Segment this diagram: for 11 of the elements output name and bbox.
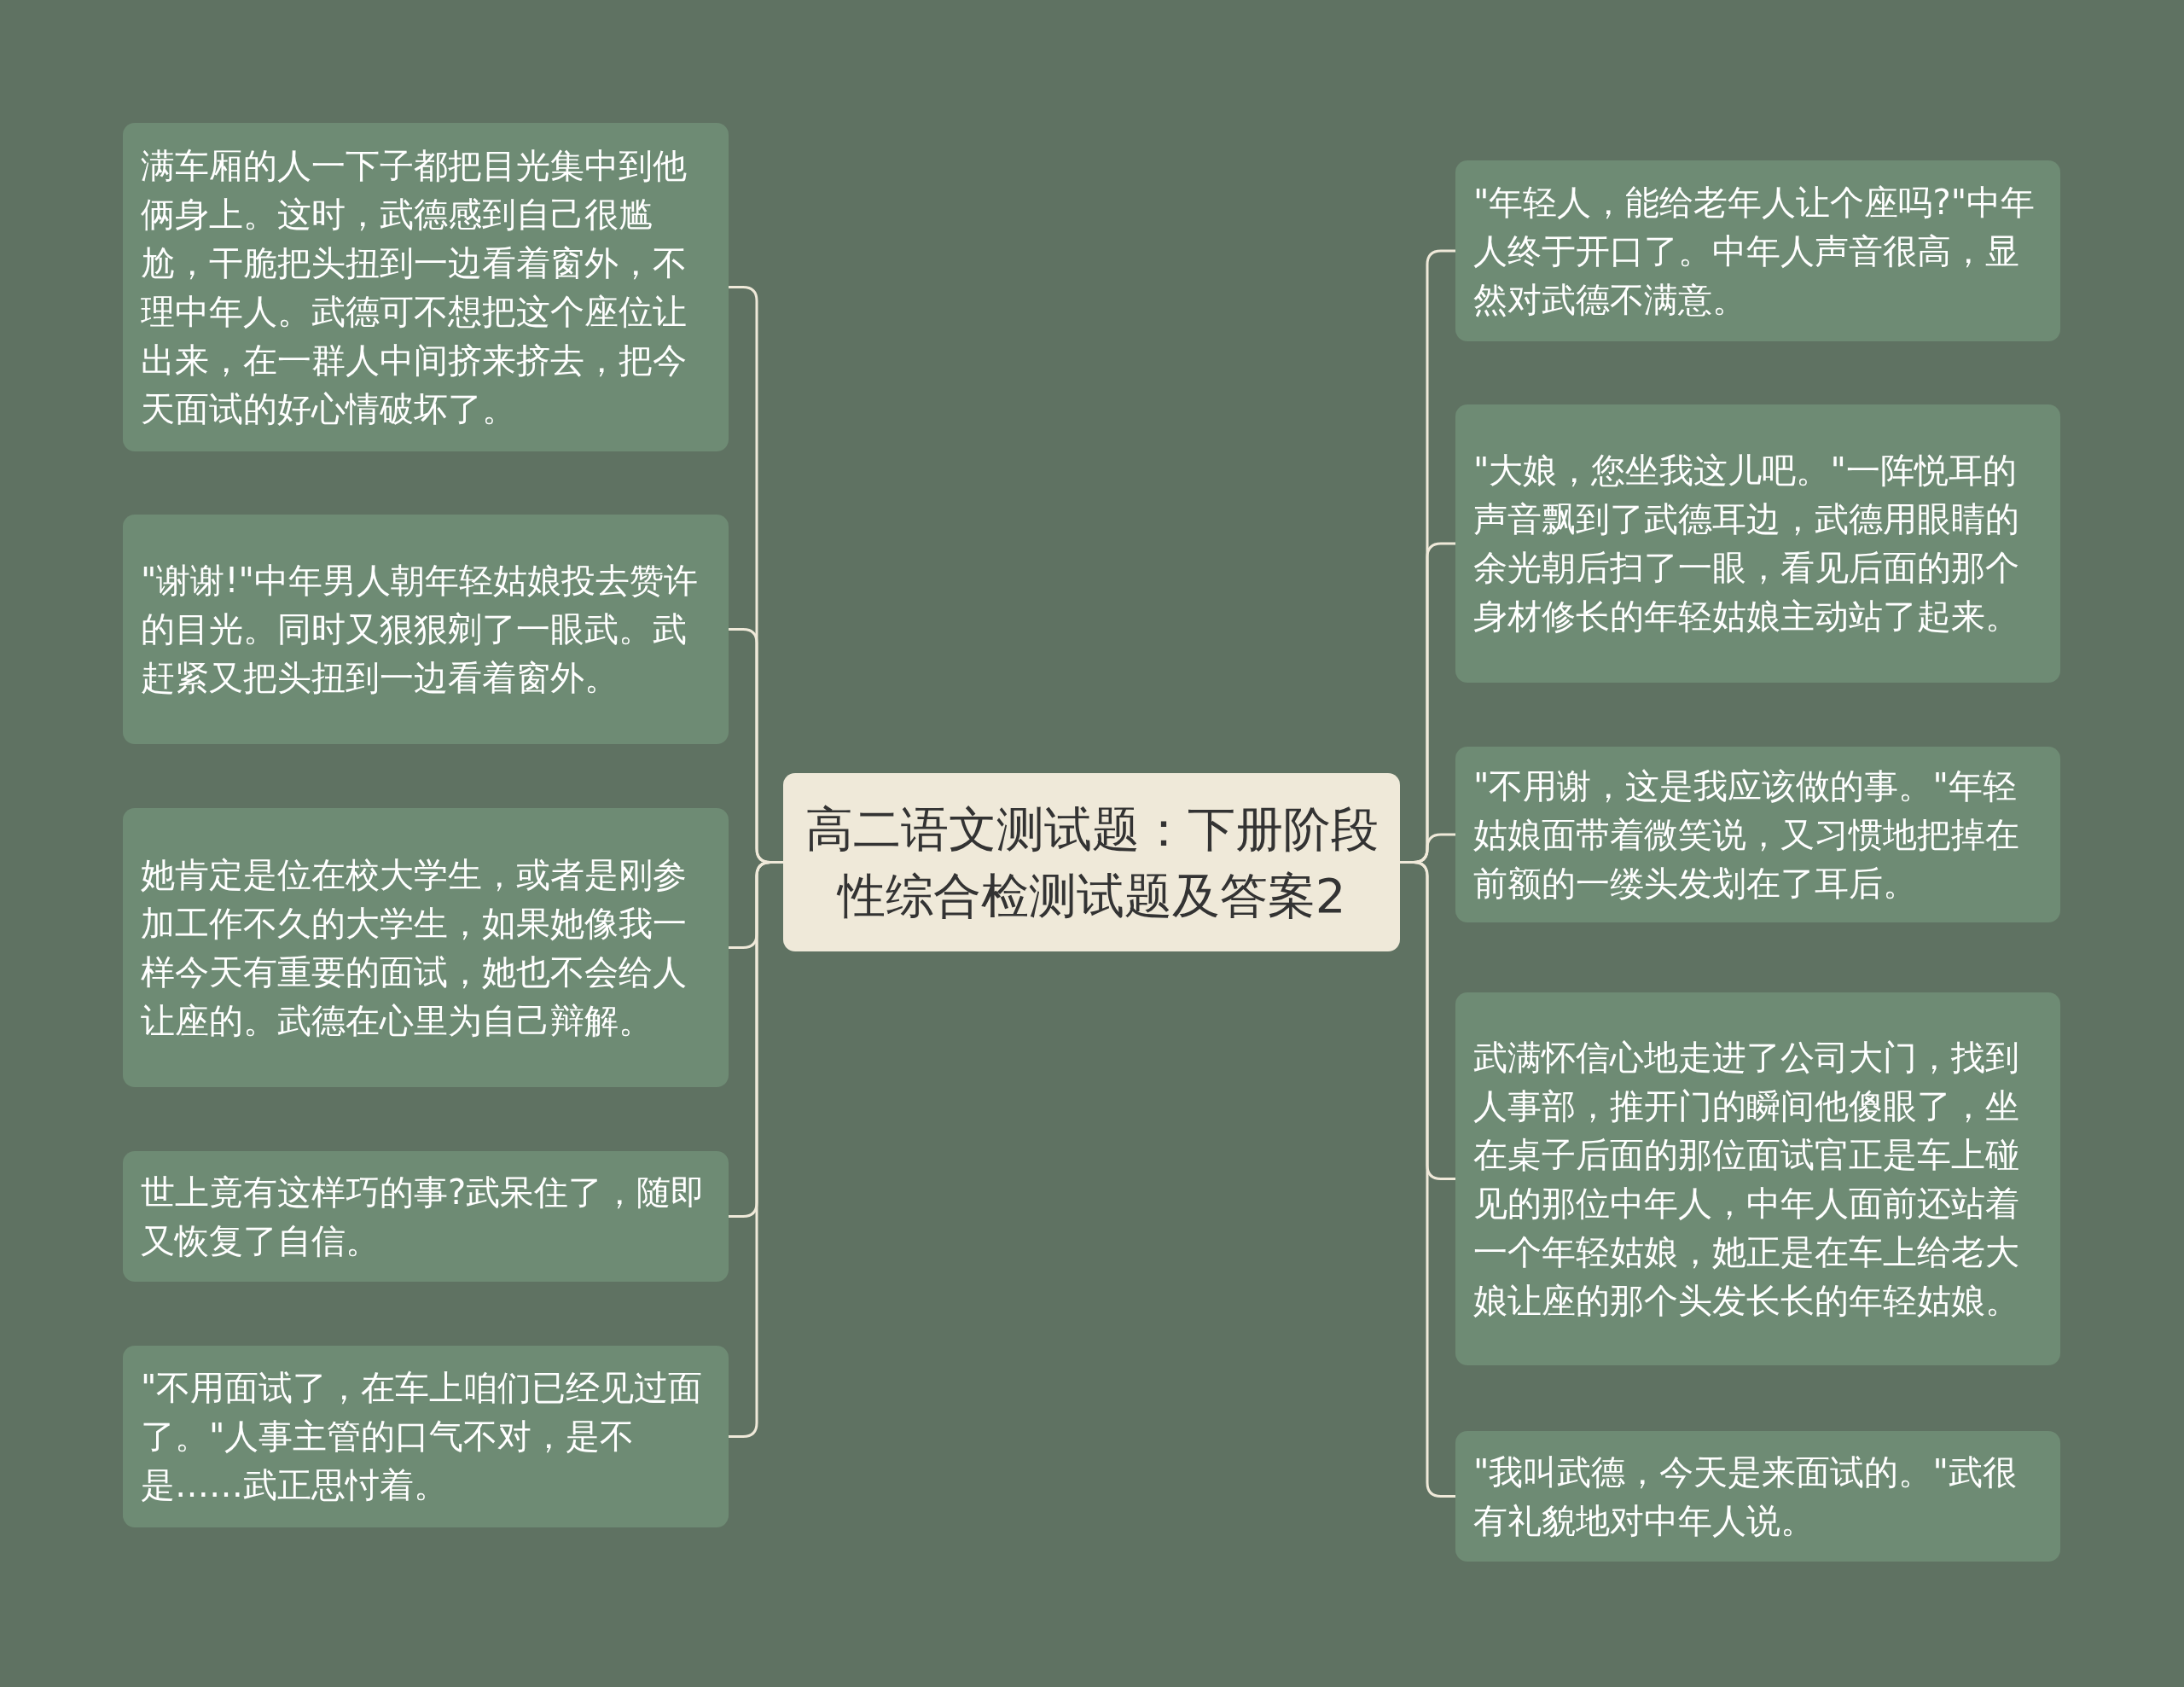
text-box: "我叫武德，今天是来面试的。"武很有礼貌地对中年人说。 — [1455, 1431, 2060, 1562]
text-box: 世上竟有这样巧的事?武呆住了，随即又恢复了自信。 — [123, 1151, 729, 1282]
topic-box: 高二语文测试题：下册阶段性综合检测试题及答案2 — [783, 773, 1400, 951]
text-box: "年轻人，能给老年人让个座吗?"中年人终于开口了。中年人声音很高，显然对武德不满意。 — [1455, 160, 2060, 341]
text-box: "大娘，您坐我这儿吧。"一阵悦耳的声音飘到了武德耳边，武德用眼睛的余光朝后扫了一眼，看见后面的那个身材修长的年轻姑娘主动站了起来。 — [1455, 404, 2060, 683]
text-box: 满车厢的人一下子都把目光集中到他俩身上。这时，武德感到自己很尴尬，干脆把头扭到一边看着窗外，不理中年人。武德可不想把这个座位让出来，在一群人中间挤来挤去，把今天面试的好心情破坏了。 — [123, 123, 729, 451]
text-box: "不用谢，这是我应该做的事。"年轻姑娘面带着微笑说，又习惯地把掉在前额的一缕头发划在了耳后。 — [1455, 747, 2060, 922]
text-box: 武满怀信心地走进了公司大门，找到人事部，推开门的瞬间他傻眼了，坐在桌子后面的那位面试官正是车上碰见的那位中年人，中年人面前还站着一个年轻姑娘，她正是在车上给老大娘让座的那个头发长长的年轻姑娘。 — [1455, 992, 2060, 1365]
text-box: 她肯定是位在校大学生，或者是刚参加工作不久的大学生，如果她像我一样今天有重要的面试，她也不会给人让座的。武德在心里为自己辩解。 — [123, 808, 729, 1087]
text-box: "谢谢!"中年男人朝年轻姑娘投去赞许的目光。同时又狠狠剜了一眼武。武赶紧又把头扭到一边看着窗外。 — [123, 515, 729, 744]
text-box: "不用面试了，在车上咱们已经见过面了。"人事主管的口气不对，是不是……武正思忖着。 — [123, 1346, 729, 1527]
